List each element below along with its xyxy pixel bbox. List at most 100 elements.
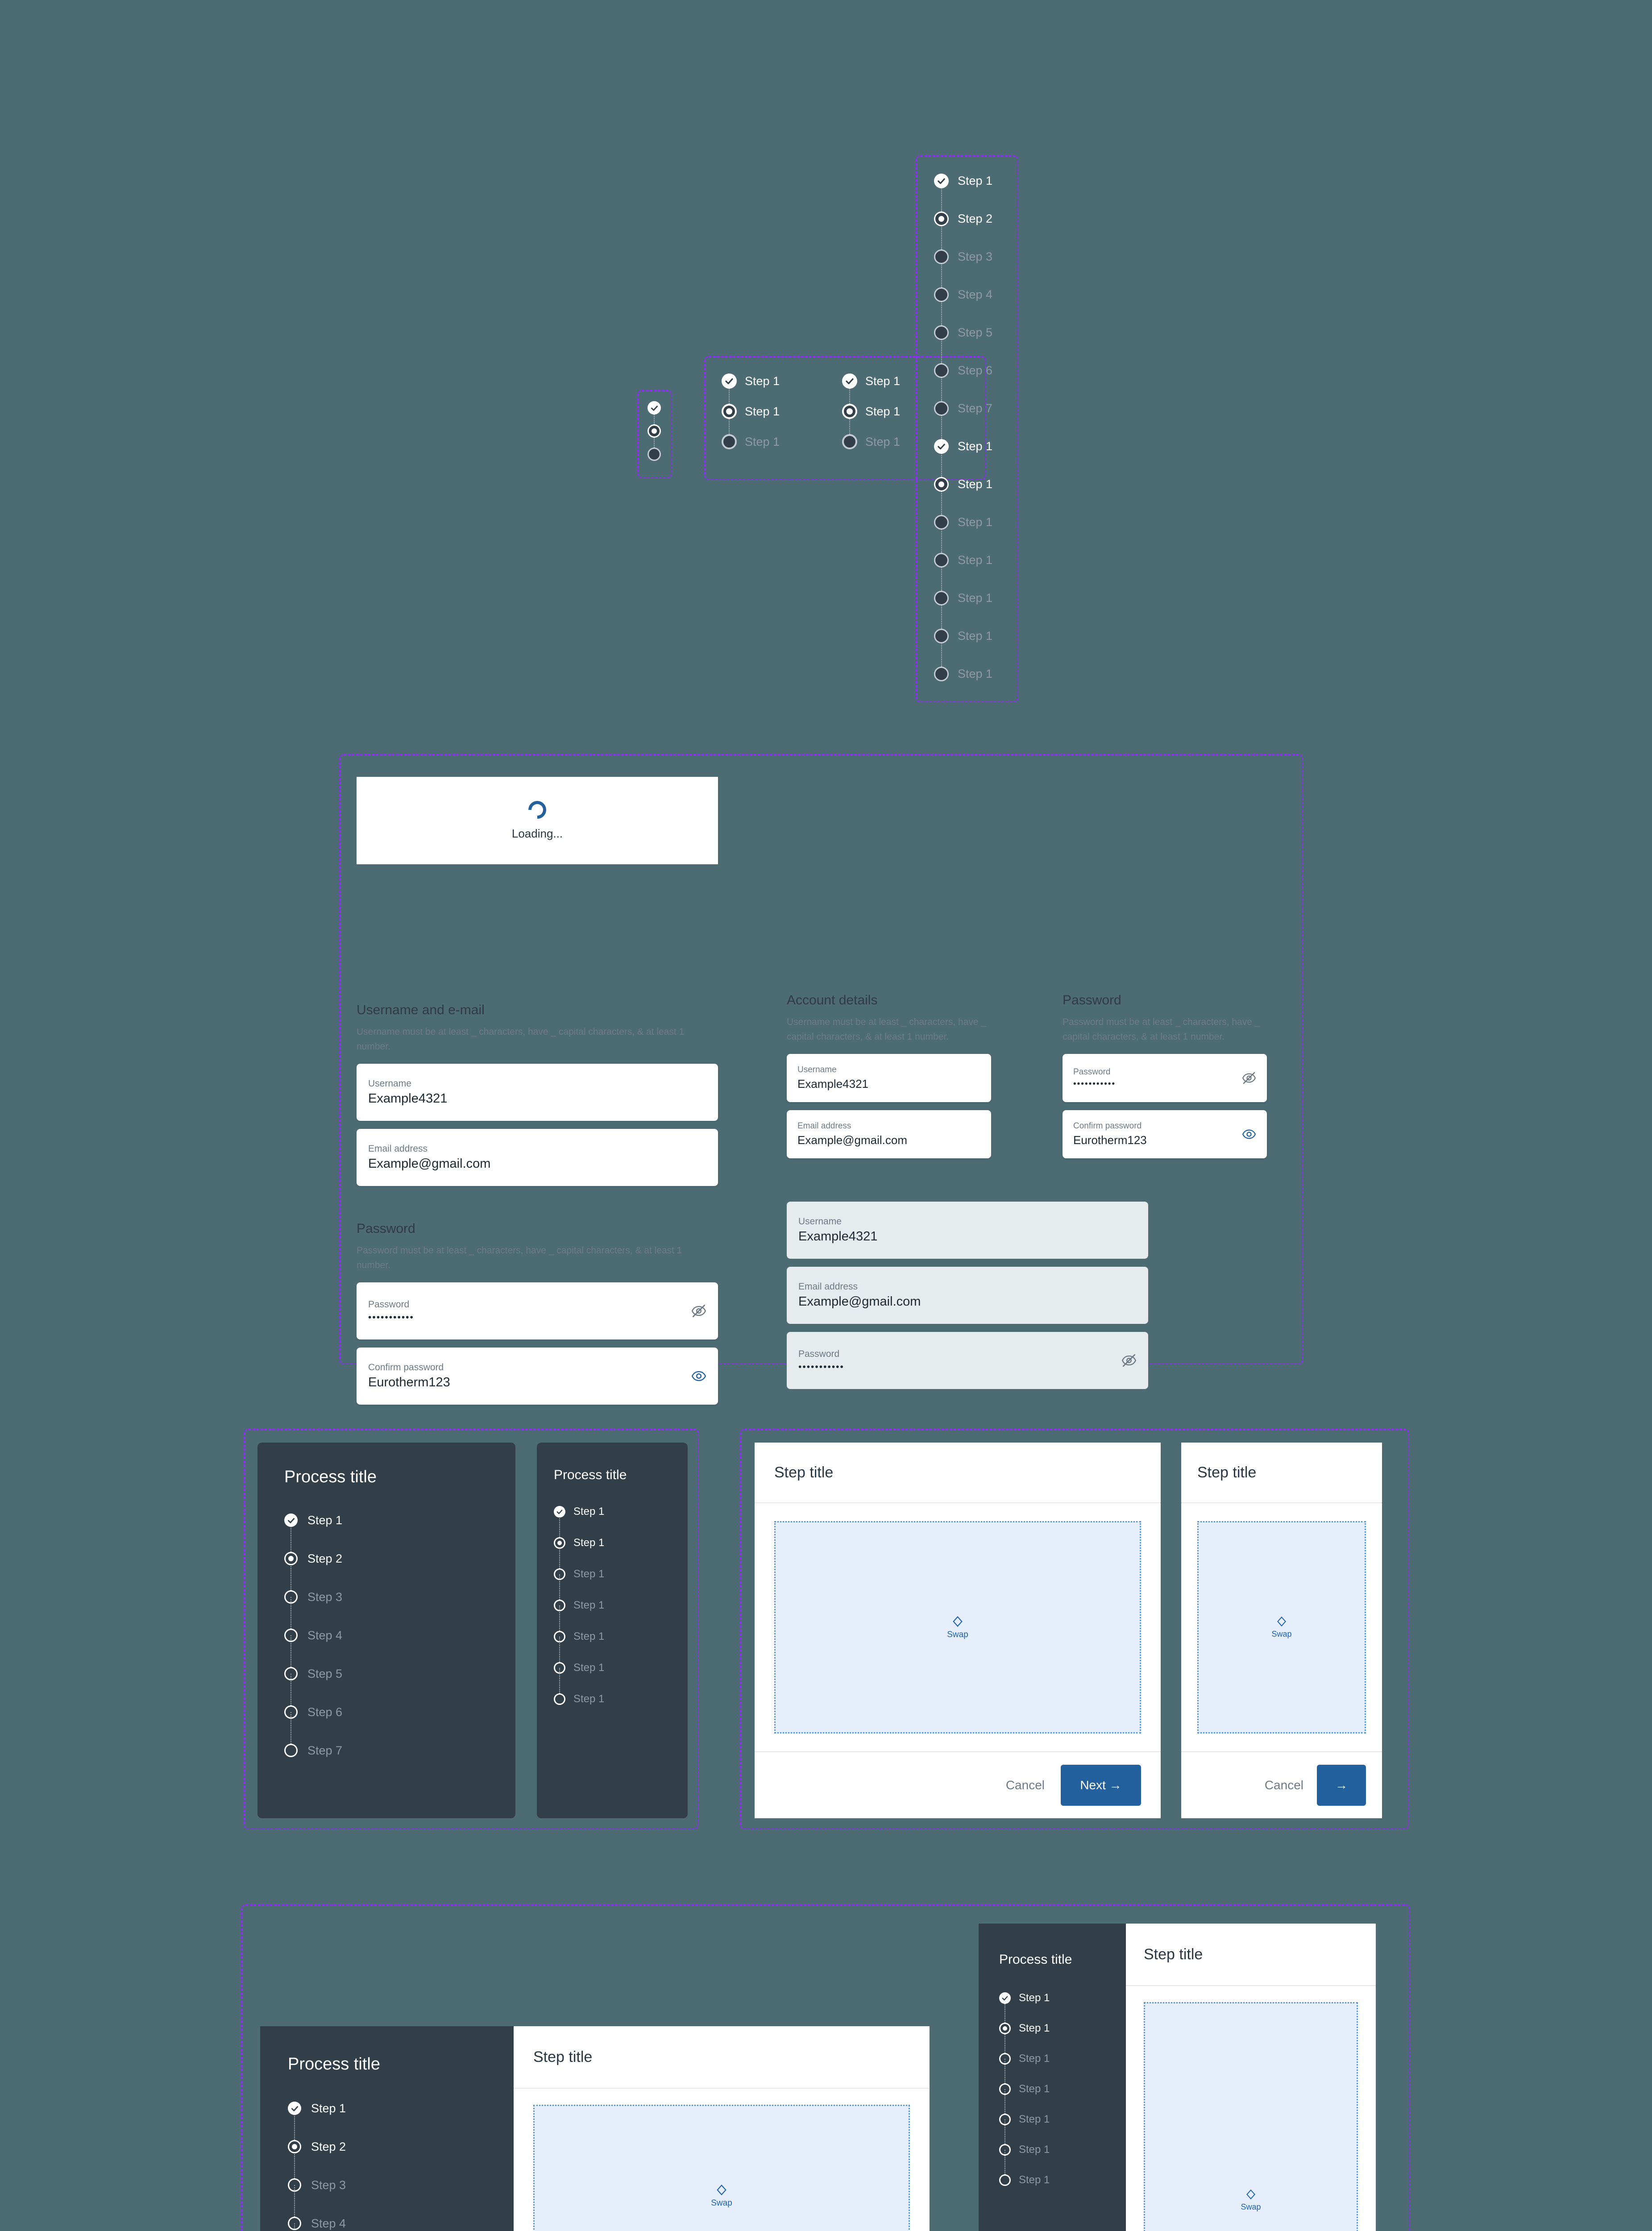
stepper-item[interactable]: Step 2 [934,211,992,249]
cancel-button[interactable]: Cancel [1005,1778,1045,1792]
form-group-description: Username must be at least _ characters, … [787,1017,987,1042]
stepper-item[interactable]: Step 1 [554,1662,688,1693]
stepper-item[interactable]: Step 1 [554,1599,688,1631]
stepper-item[interactable]: Step 3 [284,1590,515,1629]
stepper-item[interactable]: Step 1 [554,1568,688,1600]
stepper-item[interactable]: Step 4 [288,2216,514,2231]
stepper-connector-line [729,411,730,434]
stepper-item[interactable]: Step 6 [284,1705,515,1744]
stepper-connector-line [654,408,655,424]
stepper-item[interactable]: Step 1 [934,174,992,211]
stepper-item[interactable]: Step 6 [934,363,992,401]
stepper-item[interactable]: Step 1 [554,1693,688,1705]
stepper-item[interactable]: Step 1 [722,373,780,404]
eye-icon[interactable] [691,1368,706,1384]
step-card-footer: Cancel Next → [755,1751,1161,1818]
stepper-item[interactable]: Step 1 [554,1505,688,1537]
stepper-item[interactable]: Step 4 [284,1628,515,1667]
swap-placeholder-region[interactable]: Swap [1197,1521,1366,1733]
stepper-item[interactable]: Step 5 [934,325,992,363]
text-field-label: Confirm password [1073,1121,1142,1131]
cancel-button[interactable]: Cancel [1264,1778,1303,1792]
stepper-item[interactable]: Step 2 [284,1552,515,1590]
stepper-item[interactable]: Step 1 [999,2174,1126,2186]
stepper-item[interactable]: Step 3 [288,2178,514,2217]
stepper-item-label: Step 4 [307,1628,343,1642]
next-button[interactable]: → [1317,1765,1366,1806]
stepper-item[interactable]: Step 1 [934,591,992,629]
stepper-item[interactable]: Step 1 [722,404,780,434]
stepper-item[interactable] [648,448,671,461]
stepper-item[interactable]: Step 7 [934,401,992,439]
stepper-item[interactable]: Step 1 [934,553,992,591]
stepper-item[interactable]: Step 1 [554,1537,688,1568]
text-field[interactable]: Password••••••••••• [1063,1054,1267,1103]
swap-placeholder-region[interactable]: Swap [1144,2002,1358,2231]
stepper-item[interactable]: Step 7 [284,1744,515,1757]
stepper-item[interactable] [648,424,671,448]
stepper-item-label: Step 1 [1019,2144,1050,2156]
eye-off-icon[interactable] [1242,1071,1256,1085]
stepper-item[interactable]: Step 1 [999,2144,1126,2174]
stepper-item-label: Step 1 [958,629,993,643]
stepper-item[interactable]: Step 1 [284,1514,515,1552]
stepper-item[interactable]: Step 1 [999,1992,1126,2023]
text-field-value: ••••••••••• [1073,1079,1116,1089]
stepper-item[interactable]: Step 1 [999,2113,1126,2144]
stepper-item[interactable]: Step 2 [288,2140,514,2178]
stepper-item[interactable]: Step 1 [999,2083,1126,2114]
next-button[interactable]: Next → [1061,1765,1141,1806]
swap-placeholder-region[interactable]: Swap [774,1521,1141,1733]
swap-placeholder-region[interactable]: Swap [533,2105,910,2231]
eye-icon[interactable] [1242,1127,1256,1141]
stepper-item[interactable]: Step 1 [934,629,993,667]
process-title: Process title [288,2055,380,2073]
stepper-item[interactable]: Step 1 [934,515,992,553]
step-current-radio-icon [722,404,737,419]
stepper-item-label: Step 4 [311,2216,346,2230]
step-card-header: Step title [1181,1443,1382,1503]
eye-off-icon[interactable] [691,1303,706,1319]
stepper-item[interactable]: Step 1 [934,667,992,681]
stepper-item[interactable]: Step 1 [934,477,992,515]
eye-off-icon[interactable] [1121,1353,1137,1368]
stepper-item[interactable]: Step 4 [934,287,992,325]
step-card-body: Swap [1181,1503,1382,1751]
stepper-item[interactable]: Step 1 [934,439,992,477]
step-todo-circle-icon [934,287,949,302]
stepper-item[interactable]: Step 3 [934,249,992,287]
stepper-item[interactable]: Step 1 [842,434,900,449]
stepper-item[interactable]: Step 1 [288,2102,514,2140]
stepper-item[interactable]: Step 1 [999,2022,1126,2053]
stepper-dots-only[interactable] [639,391,671,461]
stepper-item[interactable]: Step 1 [842,404,900,434]
stepper-item[interactable]: Step 1 [842,373,900,404]
stepper-item[interactable]: Step 1 [722,434,780,449]
stepper-connector-line [941,219,942,249]
stepper-item[interactable] [648,401,671,424]
text-field[interactable]: Password••••••••••• [357,1282,718,1340]
stepper-item[interactable]: Step 1 [554,1630,688,1662]
stepper-item[interactable]: Step 1 [999,2053,1126,2083]
step-title: Step title [774,1464,834,1481]
text-field[interactable]: Password••••••••••• [787,1332,1148,1389]
form-group-title: Password [357,1221,415,1236]
stepper-item[interactable]: Step 5 [284,1667,515,1705]
